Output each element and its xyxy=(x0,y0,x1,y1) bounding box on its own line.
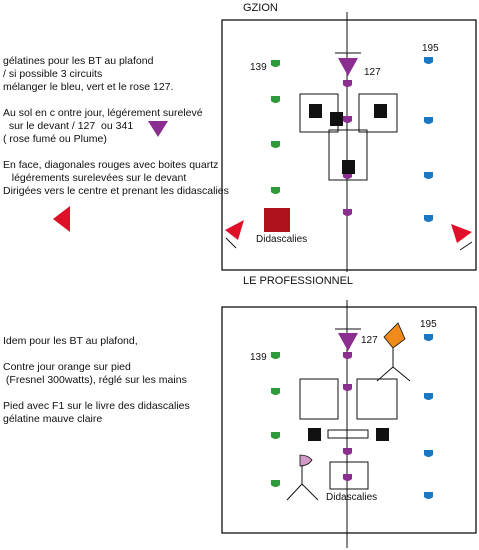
mauve-f1 xyxy=(299,454,313,467)
purple-light xyxy=(343,384,352,391)
note-line: gélatines pour les BT au plafond xyxy=(3,55,154,67)
book-rect xyxy=(327,429,369,439)
notes-le-professionnel: Idem pour les BT au plafond, Contre jour… xyxy=(3,322,190,439)
note-line: sur le devant / 127 ou 341 xyxy=(3,120,134,132)
plan-le-professionnel: 139 195 127 xyxy=(221,300,477,548)
purple-light xyxy=(343,209,352,216)
set-box xyxy=(329,461,369,490)
note-line: légérements surelevées sur le devant xyxy=(3,172,187,184)
green-light xyxy=(271,480,280,487)
black-block xyxy=(308,428,321,441)
label-127: 127 xyxy=(361,335,378,346)
stand-mark xyxy=(225,237,237,249)
green-light xyxy=(271,388,280,395)
set-box xyxy=(356,378,398,420)
purple-light xyxy=(343,116,352,123)
note-line: ( rose fumé ou Plume) xyxy=(3,133,107,145)
set-box xyxy=(358,93,398,133)
plan-gzion: 139 195 127 Didasca xyxy=(53,12,477,272)
green-light xyxy=(271,141,280,148)
blue-light xyxy=(424,117,433,124)
purple-light xyxy=(343,474,352,481)
green-light xyxy=(271,96,280,103)
blue-light xyxy=(424,450,433,457)
set-box xyxy=(328,129,368,181)
stand-leg xyxy=(286,483,303,501)
blue-light xyxy=(424,172,433,179)
section-title-le-professionnel: LE PROFESSIONNEL xyxy=(243,275,354,287)
label-139: 139 xyxy=(250,62,267,73)
green-bt-lights xyxy=(271,60,280,194)
purple-bt-lights xyxy=(343,352,352,481)
set-box xyxy=(299,378,339,420)
notes-gzion: gélatines pour les BT au plafond/ si pos… xyxy=(3,42,229,211)
note-line: Contre jour orange sur pied xyxy=(3,361,131,373)
black-block xyxy=(374,104,387,118)
label-didascalies: Didascalies xyxy=(256,234,307,245)
green-light xyxy=(271,352,280,359)
note-line: En face, diagonales rouges avec boites q… xyxy=(3,159,219,171)
stage-outline xyxy=(221,306,477,534)
orange-fresnel xyxy=(383,322,406,349)
label-139: 139 xyxy=(250,352,267,363)
label-127: 127 xyxy=(364,67,381,78)
blue-light xyxy=(424,57,433,64)
mauve-f1-on-stand xyxy=(286,454,319,501)
note-line: (Fresnel 300watts), réglé sur les mains xyxy=(3,374,187,386)
note-line: gélatine mauve claire xyxy=(3,413,103,425)
blue-bt-lights xyxy=(424,57,433,222)
label-195: 195 xyxy=(422,43,439,54)
blue-light xyxy=(424,393,433,400)
green-light xyxy=(271,187,280,194)
blue-light xyxy=(424,215,433,222)
set-boxes xyxy=(299,378,398,490)
purple-backlight-triangle xyxy=(338,58,358,76)
label-didascalies: Didascalies xyxy=(326,492,377,503)
note-line: Idem pour les BT au plafond, xyxy=(3,335,138,347)
stand-leg xyxy=(392,366,411,382)
red-diagonal-light-right xyxy=(451,224,472,243)
green-bt-lights xyxy=(271,352,280,487)
green-light xyxy=(271,432,280,439)
purple-triangle-legend xyxy=(148,121,168,137)
note-line: mélanger le bleu, vert et le rose 127. xyxy=(3,81,174,93)
purple-light xyxy=(343,352,352,359)
stand-leg xyxy=(301,483,319,501)
blue-bt-lights xyxy=(424,334,433,499)
red-diagonal-light-left xyxy=(225,220,244,240)
stand-mark xyxy=(459,241,473,251)
note-line: Au sol en c ontre jour, légérement surel… xyxy=(3,107,203,119)
red-triangle-legend xyxy=(53,206,70,232)
blue-light xyxy=(424,334,433,341)
note-line: Dirigées vers le centre et prenant les d… xyxy=(3,185,229,197)
black-block xyxy=(342,160,355,174)
blue-light xyxy=(424,492,433,499)
stage-outline xyxy=(221,19,477,271)
didascalies-block xyxy=(264,208,290,232)
black-block xyxy=(330,112,343,126)
note-line: Pied avec F1 sur le livre des didascalie… xyxy=(3,400,190,412)
green-light xyxy=(271,60,280,67)
purple-light xyxy=(343,80,352,87)
note-line: / si possible 3 circuits xyxy=(3,68,103,80)
purple-light xyxy=(343,448,352,455)
black-block xyxy=(376,428,389,441)
purple-backlight-triangle xyxy=(338,333,358,351)
label-195: 195 xyxy=(420,319,437,330)
orange-fresnel-on-stand xyxy=(376,322,411,382)
set-boxes xyxy=(299,93,398,181)
black-block xyxy=(309,104,322,118)
section-title-gzion: GZION xyxy=(243,2,278,14)
